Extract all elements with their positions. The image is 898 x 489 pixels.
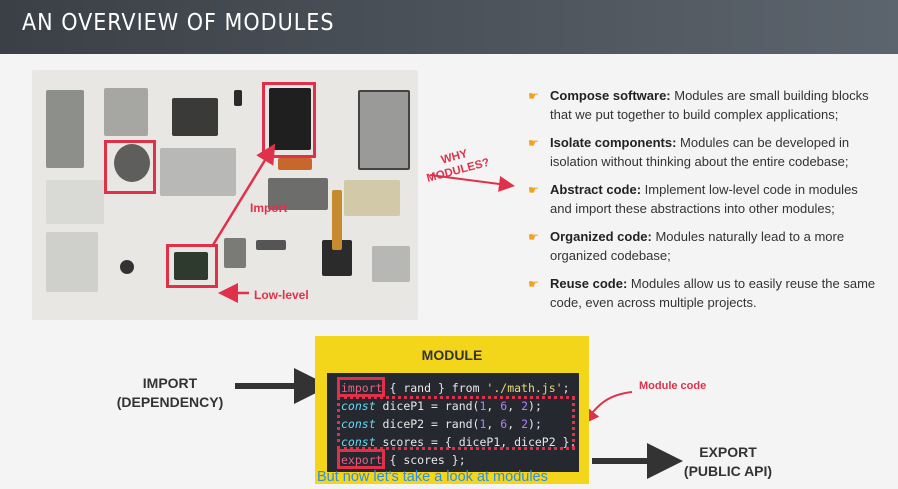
bullet-title: Abstract code: bbox=[550, 182, 642, 197]
import-label-line-1: IMPORT bbox=[142, 375, 198, 391]
camera-part bbox=[160, 148, 236, 196]
page-title: AN OVERVIEW OF MODULES bbox=[22, 10, 335, 36]
code-string: './math.js' bbox=[486, 381, 563, 395]
camera-part bbox=[172, 98, 218, 136]
why-arrow bbox=[429, 174, 515, 192]
code-keyword: const bbox=[341, 399, 376, 413]
code-keyword: export bbox=[341, 453, 383, 467]
camera-part bbox=[114, 144, 150, 182]
subtitle-caption: But now let's take a look at modules bbox=[317, 469, 548, 485]
bullet-text: Modules naturally lead to a more organiz… bbox=[550, 229, 845, 263]
list-item: ☛ Reuse code: Modules allow us to easily… bbox=[528, 274, 880, 312]
list-item: ☛ Isolate components: Modules can be dev… bbox=[528, 133, 880, 171]
import-label: Import bbox=[250, 201, 288, 215]
bullet-title: Isolate components: bbox=[550, 135, 677, 150]
header-bar: AN OVERVIEW OF MODULES bbox=[0, 0, 898, 54]
code-number: 1 bbox=[479, 417, 487, 431]
code-text: ); bbox=[528, 399, 542, 413]
code-number: 6 bbox=[500, 399, 508, 413]
pointing-hand-icon: ☛ bbox=[528, 89, 539, 103]
camera-part bbox=[46, 180, 104, 224]
code-line-scores: const scores = { diceP1, diceP2 }; bbox=[341, 435, 576, 449]
code-text: { rand } from bbox=[389, 381, 487, 395]
camera-part bbox=[344, 180, 400, 216]
highlight-box-module bbox=[262, 82, 316, 158]
code-number: 1 bbox=[479, 399, 487, 413]
module-code-label: Module code bbox=[639, 380, 707, 392]
import-dependency-label: IMPORT (DEPENDENCY) bbox=[110, 374, 230, 412]
code-number: 2 bbox=[521, 417, 529, 431]
export-label-line-2: (PUBLIC API) bbox=[683, 463, 773, 479]
camera-part bbox=[372, 246, 410, 282]
code-line-diceP2: const diceP2 = rand(1, 6, 2); bbox=[341, 417, 542, 431]
camera-part bbox=[120, 260, 134, 274]
camera-part bbox=[46, 232, 98, 292]
list-item: ☛ Organized code: Modules naturally lead… bbox=[528, 227, 880, 265]
camera-part bbox=[268, 178, 328, 210]
camera-part bbox=[104, 88, 148, 136]
code-number: 2 bbox=[521, 399, 529, 413]
pointing-hand-icon: ☛ bbox=[528, 230, 539, 244]
code-line-import: import { rand } from './math.js'; bbox=[341, 381, 570, 395]
disassembled-camera-photo: Import Low-level bbox=[32, 70, 418, 320]
camera-part bbox=[332, 190, 342, 250]
pointing-hand-icon: ☛ bbox=[528, 183, 539, 197]
reasons-list: ☛ Compose software: Modules are small bu… bbox=[528, 86, 880, 321]
pointing-hand-icon: ☛ bbox=[528, 136, 539, 150]
code-line-diceP1: const diceP1 = rand(1, 6, 2); bbox=[341, 399, 542, 413]
code-keyword: const bbox=[341, 417, 376, 431]
camera-part bbox=[269, 88, 311, 150]
pointing-hand-icon: ☛ bbox=[528, 277, 539, 291]
export-label-line-1: EXPORT bbox=[699, 444, 757, 460]
camera-part bbox=[256, 240, 286, 250]
bullet-text: Implement low-level code in modules and … bbox=[550, 182, 858, 216]
module-box: MODULE import { rand } from './math.js';… bbox=[315, 336, 589, 484]
code-line-export: export { scores }; bbox=[341, 453, 466, 467]
module-code-highlight bbox=[337, 396, 575, 450]
bullet-text: Modules allow us to easily reuse the sam… bbox=[550, 276, 876, 310]
code-text: ; bbox=[562, 381, 570, 395]
code-text: diceP1 = rand( bbox=[375, 399, 480, 413]
code-block: import { rand } from './math.js'; const … bbox=[327, 373, 579, 472]
code-keyword: const bbox=[341, 435, 376, 449]
camera-part bbox=[224, 238, 246, 268]
list-item: ☛ Compose software: Modules are small bu… bbox=[528, 86, 880, 124]
bullet-text: Modules are small building blocks that w… bbox=[550, 88, 869, 122]
code-text: diceP2 = rand( bbox=[375, 417, 480, 431]
module-title: MODULE bbox=[421, 347, 483, 363]
camera-part bbox=[234, 90, 242, 106]
camera-part bbox=[174, 252, 208, 280]
module-code-arrow bbox=[583, 391, 633, 425]
import-arrow bbox=[211, 143, 276, 246]
code-text: ); bbox=[528, 417, 542, 431]
code-text: { scores }; bbox=[382, 453, 466, 467]
highlight-box-component bbox=[104, 140, 156, 194]
lowlevel-label: Low-level bbox=[254, 288, 309, 302]
camera-part bbox=[358, 90, 410, 170]
code-keyword: import bbox=[341, 381, 383, 395]
camera-part bbox=[46, 90, 84, 168]
code-text: scores = { diceP1, diceP2 }; bbox=[375, 435, 577, 449]
export-public-api-label: EXPORT (PUBLIC API) bbox=[668, 443, 788, 481]
export-highlight bbox=[337, 449, 385, 469]
bullet-text: Modules can be developed in isolation wi… bbox=[550, 135, 850, 169]
import-label-line-2: (DEPENDENCY) bbox=[116, 394, 224, 410]
bullet-title: Organized code: bbox=[550, 229, 652, 244]
camera-part bbox=[278, 158, 312, 170]
import-highlight bbox=[337, 377, 385, 397]
code-number: 6 bbox=[500, 417, 508, 431]
list-item: ☛ Abstract code: Implement low-level cod… bbox=[528, 180, 880, 218]
bullet-title: Reuse code: bbox=[550, 276, 628, 291]
bullet-title: Compose software: bbox=[550, 88, 671, 103]
highlight-box-lowlevel bbox=[166, 244, 218, 288]
